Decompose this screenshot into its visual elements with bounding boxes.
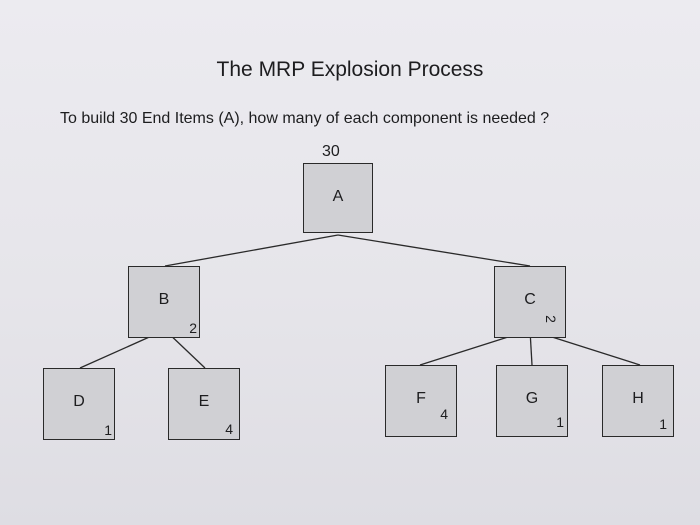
node-a: A xyxy=(303,163,373,233)
node-b-label: B xyxy=(158,291,170,308)
node-e: E 4 xyxy=(168,368,240,440)
node-f: F 4 xyxy=(385,365,457,437)
node-e-label: E xyxy=(198,393,210,410)
node-b-qty: 2 xyxy=(189,320,197,336)
node-h: H 1 xyxy=(602,365,674,437)
node-g-qty: 1 xyxy=(556,414,564,430)
node-d: D 1 xyxy=(43,368,115,440)
node-d-qty: 1 xyxy=(104,422,112,438)
node-b: B 2 xyxy=(128,266,200,338)
question-text: To build 30 End Items (A), how many of e… xyxy=(60,110,550,127)
node-f-qty: 4 xyxy=(440,406,448,422)
slide-title: The MRP Explosion Process xyxy=(216,58,484,81)
node-h-qty: 1 xyxy=(659,416,667,432)
edge-a-c xyxy=(337,234,531,267)
node-h-label: H xyxy=(632,390,644,407)
node-c-qty: 2 xyxy=(543,315,560,323)
node-e-qty: 4 xyxy=(225,421,233,437)
node-f-label: F xyxy=(416,390,426,407)
node-g: G 1 xyxy=(496,365,568,437)
edge-a-b xyxy=(164,234,339,267)
node-c-label: C xyxy=(524,291,536,308)
node-c: C 2 xyxy=(494,266,566,338)
end-item-quantity: 30 xyxy=(322,143,340,160)
node-g-label: G xyxy=(525,390,539,407)
node-a-label: A xyxy=(332,188,344,205)
node-d-label: D xyxy=(73,393,85,410)
